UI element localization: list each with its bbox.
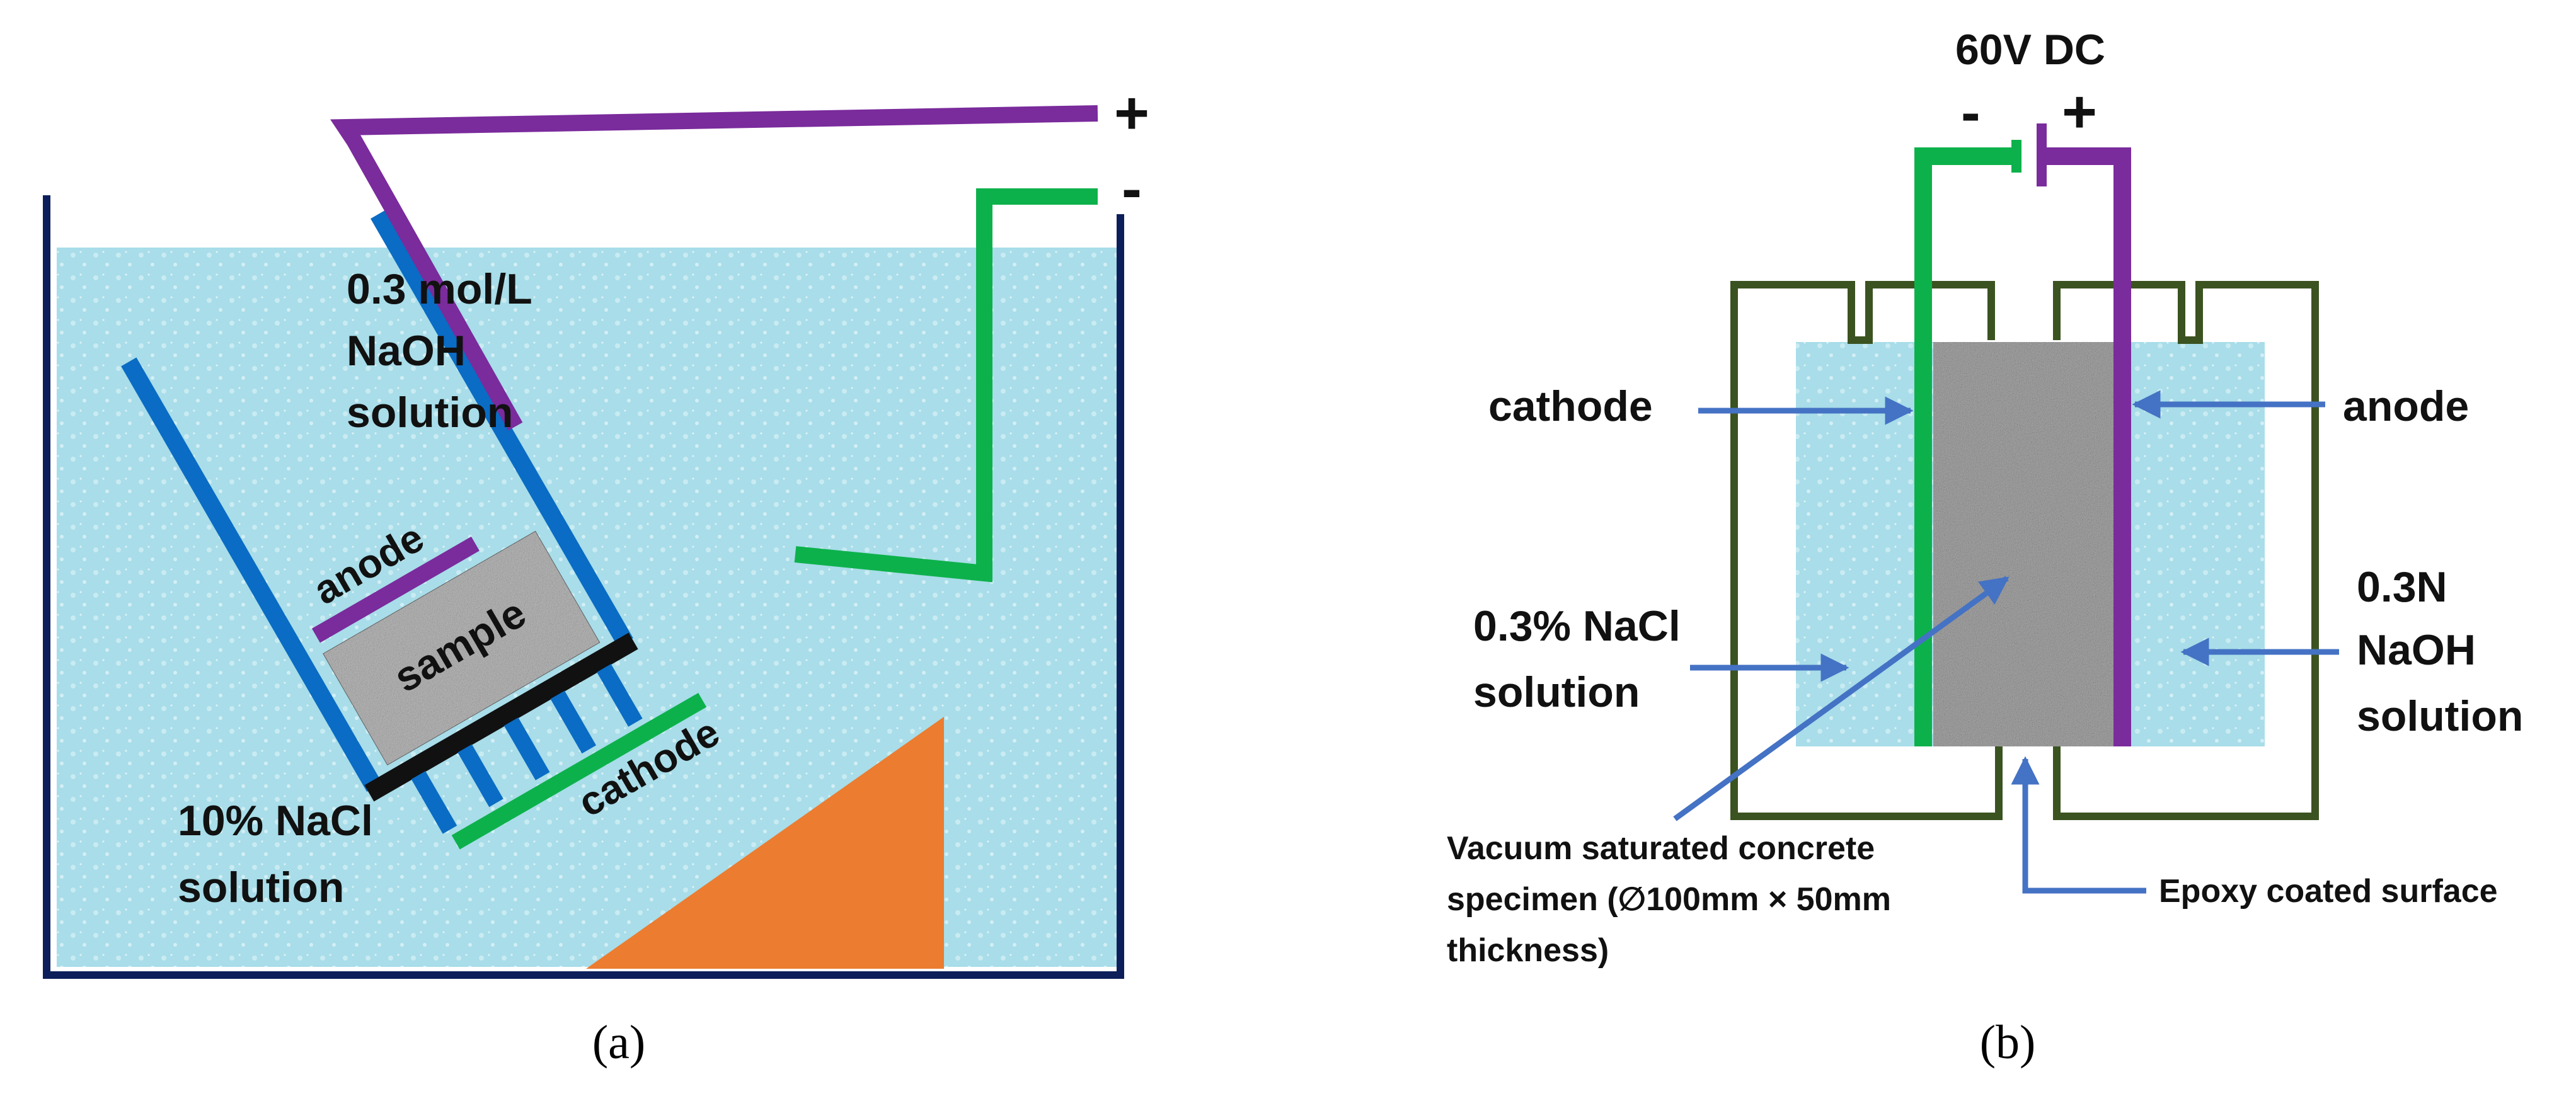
plus-sign-a: + xyxy=(1114,79,1149,147)
cathode-wire-a xyxy=(794,188,1098,583)
naoh-label-line3-b: solution xyxy=(2357,692,2523,740)
cathode-plate-a xyxy=(451,692,707,850)
wedge-support xyxy=(586,717,944,969)
naoh-label-line3-a: solution xyxy=(347,389,513,437)
specimen-label-line3: thickness) xyxy=(1447,932,1609,969)
mesh-tooth xyxy=(550,690,597,754)
epoxy-label: Epoxy coated surface xyxy=(2159,873,2498,910)
naoh-label-line2-b: NaOH xyxy=(2357,626,2476,674)
tank-wall xyxy=(43,195,1124,979)
nacl-label-line1-b: 0.3% NaCl xyxy=(1473,602,1681,650)
caption-a: (a) xyxy=(592,1016,645,1069)
mesh-tooth xyxy=(597,664,643,727)
specimen-label-line1: Vacuum saturated concrete xyxy=(1447,830,1875,867)
anode-label-b: anode xyxy=(2343,382,2469,430)
naoh-label-line1-b: 0.3N xyxy=(2357,563,2447,611)
anode-wire-a xyxy=(330,105,1098,431)
cathode-label-b: cathode xyxy=(1488,382,1653,430)
anode-plate-a xyxy=(311,536,480,643)
nacl-label-line2-b: solution xyxy=(1473,668,1640,716)
specimen-label-line2: specimen (∅100mm × 50mm xyxy=(1447,881,1891,918)
plus-sign-b: + xyxy=(2062,78,2097,146)
nacl-label-line2-a: solution xyxy=(178,864,344,911)
nacl-chamber-bubbles xyxy=(1796,342,1933,746)
sample-block xyxy=(321,530,601,767)
tilted-cell: anode sample cathode xyxy=(121,210,727,850)
mesh-tooth xyxy=(457,744,503,808)
specimen-arrow xyxy=(1673,576,2010,821)
concrete-specimen xyxy=(1933,342,2120,746)
nacl-label-line1-a: 10% NaCl xyxy=(178,797,373,845)
cell-wall-right xyxy=(371,210,633,647)
power-label: 60V DC xyxy=(1955,26,2105,74)
panel-a: anode sample cathode + - 0.3 mol/L NaOH … xyxy=(43,79,1149,1069)
panel-b: 60V DC - + cathode anode 0.3% NaCl solut… xyxy=(1447,26,2523,1069)
caption-b: (b) xyxy=(1980,1016,2036,1069)
mesh-tooth xyxy=(503,717,550,780)
solution-bubbles xyxy=(57,248,1119,967)
mesh-tooth xyxy=(411,771,457,834)
cell-wall-left xyxy=(121,357,382,792)
naoh-label-line2-a: NaOH xyxy=(347,327,466,375)
minus-sign-a: - xyxy=(1122,155,1142,222)
naoh-label-line1-a: 0.3 mol/L xyxy=(347,265,532,313)
mesh-support xyxy=(364,632,638,802)
epoxy-arrow xyxy=(2011,756,2146,894)
minus-sign-b: - xyxy=(1961,81,1981,145)
